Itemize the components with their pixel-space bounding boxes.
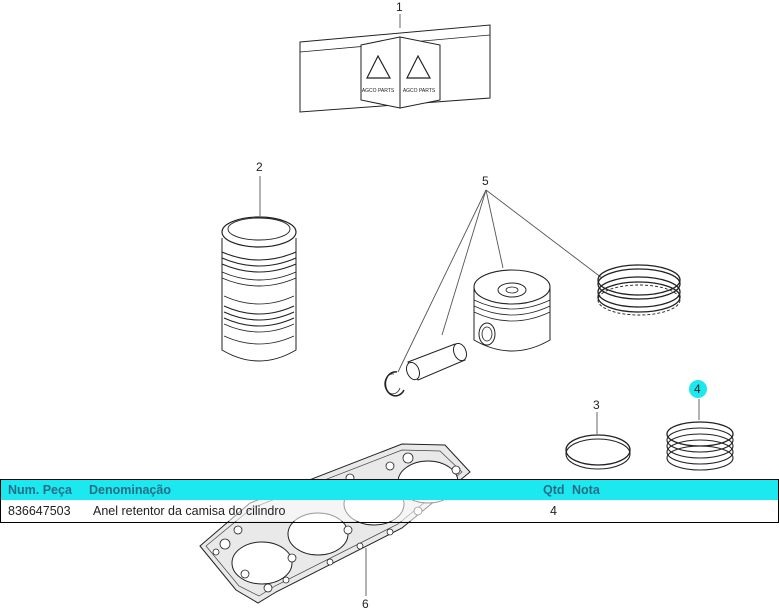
box-brand-left: AGCO PARTS — [362, 88, 395, 94]
part-5-piston-rings[interactable] — [597, 264, 681, 316]
callout-2[interactable]: 2 — [256, 160, 263, 174]
part-6-head-gasket[interactable] — [199, 443, 471, 604]
callout-3[interactable]: 3 — [593, 398, 600, 412]
cell-part-number: 836647503 — [8, 503, 71, 518]
header-description: Denominação — [89, 483, 171, 497]
callout-4-highlight — [689, 380, 707, 398]
box-brand-right: AGCO PARTS — [403, 88, 436, 94]
header-part-number: Num. Peça — [8, 483, 72, 497]
header-qty: Qtd — [543, 483, 565, 497]
parts-table: Num. Peça Denominação Qtd Nota 836647503… — [0, 479, 779, 523]
part-3-seal-ring[interactable] — [565, 434, 631, 470]
callout-5[interactable]: 5 — [482, 174, 489, 188]
cell-description: Anel retentor da camisa do cilindro — [93, 503, 286, 518]
part-5-piston-pin[interactable] — [404, 341, 469, 381]
callout-6[interactable]: 6 — [362, 597, 369, 611]
part-5-circlip[interactable] — [384, 371, 405, 397]
part-5-piston[interactable] — [473, 269, 551, 352]
part-2-cylinder-liner[interactable] — [221, 216, 297, 362]
callout-4[interactable]: 4 — [694, 382, 701, 396]
parts-table-header: Num. Peça Denominação Qtd Nota — [1, 480, 778, 500]
header-note: Nota — [572, 483, 600, 497]
table-row[interactable]: 836647503 Anel retentor da camisa do cil… — [1, 500, 778, 521]
callout-1[interactable]: 1 — [396, 0, 403, 14]
cell-qty: 4 — [550, 503, 557, 518]
part-4-liner-seal-rings[interactable] — [666, 421, 734, 471]
part-1-parts-box[interactable]: AGCO PARTS AGCO PARTS — [299, 24, 491, 113]
